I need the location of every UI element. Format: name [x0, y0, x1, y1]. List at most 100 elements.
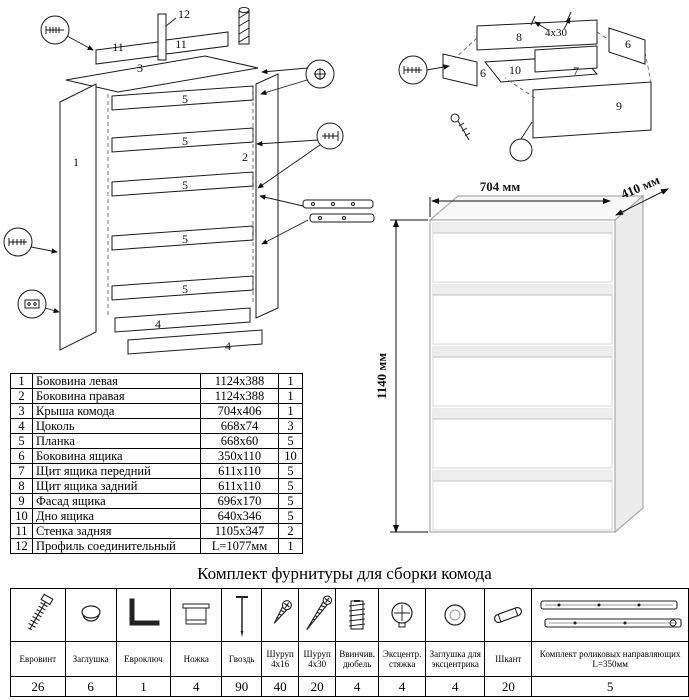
leader-lines — [30, 17, 321, 314]
callout-circle-euroscrew — [398, 55, 428, 85]
hardware-table: Евровинт Заглушка Евроключ Ножка Гвоздь … — [10, 588, 689, 697]
part-label-7: 7 — [573, 64, 579, 78]
part-label-6: 6 — [480, 66, 486, 80]
hardware-qty: 5 — [531, 676, 689, 697]
part-qty: 2 — [278, 523, 303, 539]
part-num: 5 — [10, 433, 33, 449]
part-label-2: 2 — [242, 150, 248, 164]
part-name: Дно ящика — [32, 508, 201, 524]
part-name: Планка — [32, 433, 201, 449]
hardware-icon-cell — [64, 588, 117, 642]
part-label-5: 5 — [182, 134, 188, 148]
hardware-label: Комплект роликовых направляющих L=350мм — [531, 641, 689, 677]
part-num: 7 — [10, 463, 33, 479]
wooden-dowel-icon — [494, 606, 523, 624]
part-name: Профиль соединительный — [32, 538, 201, 554]
screw-icon — [450, 113, 471, 141]
part-size: 668x60 — [200, 433, 279, 449]
hardware-icon-cell — [335, 588, 380, 642]
euroscrew-icon — [45, 26, 64, 34]
hardware-label: Шуруп 4x16 — [261, 641, 300, 677]
cam-lock-icon — [391, 602, 413, 628]
screw-4x30-icon — [306, 595, 333, 631]
part-qty: 10 — [278, 448, 303, 464]
hardware-icon-cell — [378, 588, 427, 642]
dimensioned-chest-diagram: 704 мм 410 мм 1140 мм — [374, 172, 669, 534]
drawer-back-panel — [476, 19, 598, 51]
height-dimension-label: 1140 мм — [374, 353, 389, 399]
exploded-chest-diagram: 1 2 3 11 11 12 5 5 5 5 5 4 4 — [3, 7, 375, 355]
front-rail — [111, 275, 254, 301]
hex-key-icon — [129, 598, 160, 626]
part-num: 8 — [10, 478, 33, 494]
part-label-6: 6 — [625, 37, 631, 51]
hardware-label: Заглушка — [64, 641, 117, 677]
part-num: 6 — [10, 448, 33, 464]
part-label-11: 11 — [112, 40, 124, 54]
threaded-dowel-icon — [349, 600, 366, 630]
hardware-icon-cell — [425, 588, 486, 642]
screw-size-label: 4x30 — [545, 27, 568, 39]
part-label-9: 9 — [616, 99, 622, 113]
plinth-board — [127, 329, 263, 355]
drawer-front — [432, 222, 613, 283]
hardware-label: Евроключ — [115, 641, 172, 677]
part-qty: 1 — [278, 403, 303, 419]
hardware-qty: 1 — [115, 676, 172, 697]
drawer-side-right — [608, 27, 646, 65]
dimension-lines — [390, 188, 669, 533]
part-num: 11 — [10, 523, 33, 539]
hardware-kit-title: Комплект фурнитуры для сборки комода — [197, 564, 492, 583]
callout-circle-screw — [316, 122, 344, 150]
part-label-1: 1 — [73, 155, 79, 169]
part-size: 640x346 — [200, 508, 279, 524]
hardware-icon-cell — [221, 588, 263, 642]
alignment-dashes — [107, 88, 254, 316]
top-panel — [65, 55, 259, 93]
part-name: Стенка задняя — [32, 523, 201, 539]
part-name: Крыша комода — [32, 403, 201, 419]
hardware-qty: 4 — [425, 676, 486, 697]
part-size: L=1077мм — [200, 538, 279, 554]
hardware-qty: 4 — [170, 676, 223, 697]
part-label-5: 5 — [182, 178, 188, 192]
part-qty: 5 — [278, 508, 303, 524]
drawer-front-inner — [534, 45, 598, 73]
part-qty: 5 — [278, 433, 303, 449]
callout-circle-phillips — [305, 59, 335, 89]
exploded-drawer-diagram: 8 6 6 10 7 9 4x30 — [398, 11, 652, 162]
hardware-qty: 20 — [298, 676, 337, 697]
drawer-front — [432, 408, 613, 469]
euroscrew-icon — [8, 238, 27, 246]
part-size: 611x110 — [200, 463, 279, 479]
hardware-label: Эксцентр. стяжка — [378, 641, 427, 677]
phillips-screw-icon — [314, 68, 326, 80]
hardware-icon-row — [10, 588, 689, 642]
connecting-profile — [157, 13, 167, 61]
hardware-qty: 4 — [378, 676, 427, 697]
hardware-qty: 6 — [64, 676, 117, 697]
part-label-11: 11 — [175, 37, 187, 51]
part-label-5: 5 — [182, 232, 188, 246]
front-rail — [111, 85, 254, 111]
part-num: 10 — [10, 508, 33, 524]
part-label-12: 12 — [178, 7, 190, 21]
part-name: Цоколь — [32, 418, 201, 434]
chest-right-face — [614, 194, 644, 534]
callout-circle-screw-left — [3, 227, 33, 257]
hardware-qty: 4 — [335, 676, 380, 697]
hardware-label-row: Евровинт Заглушка Евроключ Ножка Гвоздь … — [10, 641, 689, 677]
hardware-icon-cell — [531, 588, 689, 642]
euroscrew-icon — [403, 66, 422, 74]
alignment-dashes — [454, 31, 652, 99]
part-num: 9 — [10, 493, 33, 509]
